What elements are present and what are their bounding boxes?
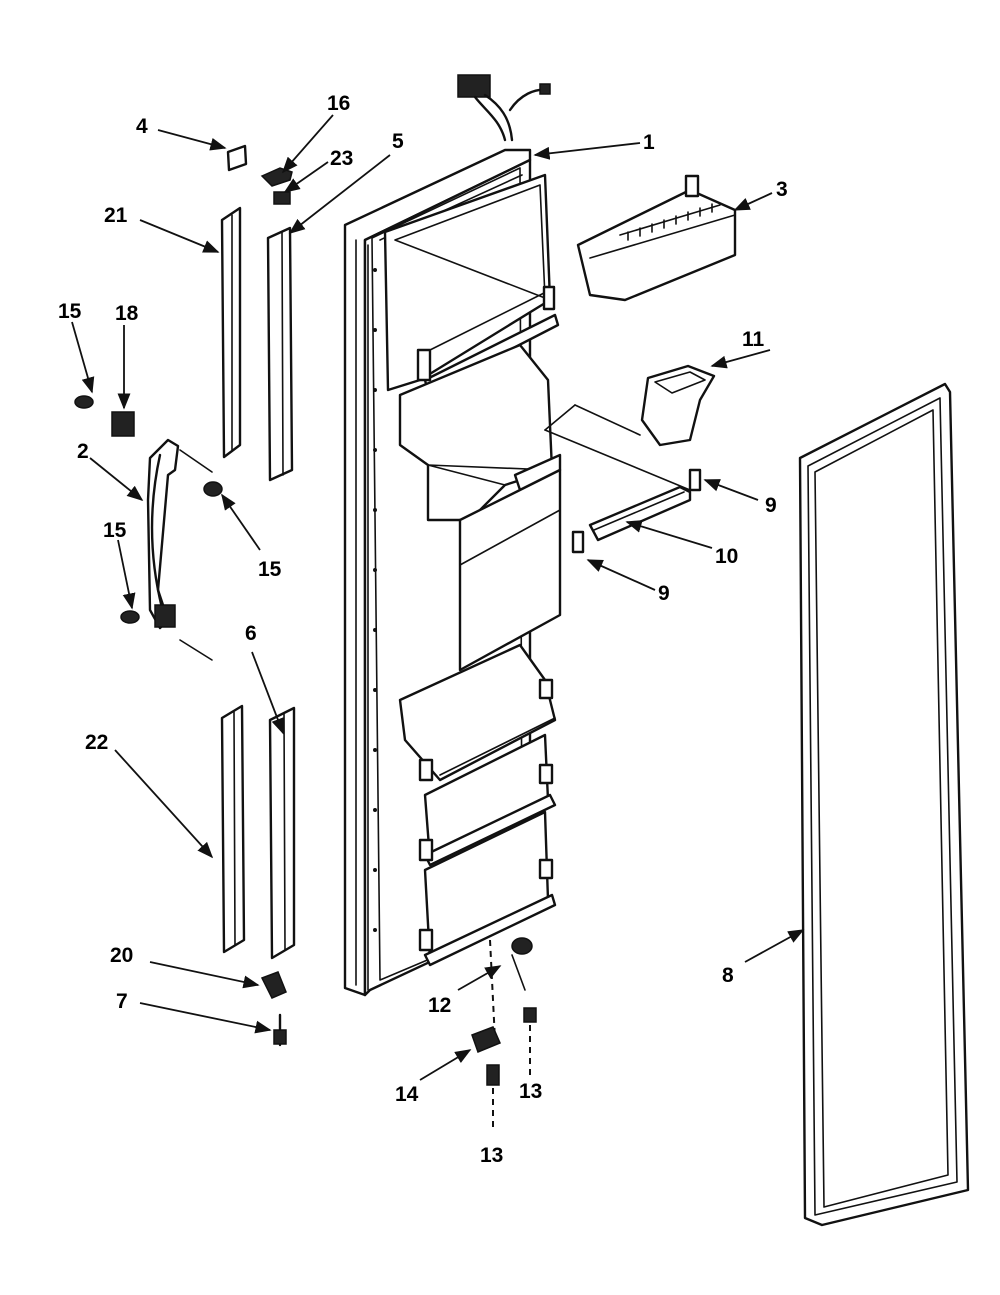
- callout-15-bottom: 15: [103, 519, 127, 542]
- callout-12: 12: [428, 994, 451, 1017]
- callout-21: 21: [104, 204, 128, 227]
- callout-labels: 1 2 3 4 5 6 7 8 9 9 10 11 12 13 13 14 15…: [58, 92, 788, 1167]
- door-gasket: [798, 382, 970, 1227]
- hinge-20: [260, 971, 287, 999]
- screw-13-bottom: [486, 1064, 500, 1132]
- part-16: [260, 167, 293, 187]
- screw-15-bot: [120, 610, 140, 624]
- callout-18: 18: [115, 302, 139, 325]
- rail-10: [588, 485, 692, 542]
- callout-13-bottom: 13: [480, 1144, 503, 1167]
- handle: [111, 411, 213, 661]
- callout-22: 22: [85, 731, 108, 754]
- axis-12: [489, 939, 496, 1041]
- screw-7: [273, 1013, 287, 1047]
- screw-15-top: [74, 395, 94, 409]
- callout-10: 10: [715, 545, 738, 568]
- callout-11: 11: [742, 328, 765, 351]
- callout-16: 16: [327, 92, 350, 115]
- wire-harness: [457, 74, 551, 142]
- trim-22: [220, 704, 246, 954]
- callout-14: 14: [395, 1083, 419, 1106]
- callout-2: 2: [77, 440, 89, 463]
- callout-15-mid: 15: [258, 558, 282, 581]
- callout-20: 20: [110, 944, 133, 967]
- callout-7: 7: [116, 990, 128, 1013]
- callout-9-bottom: 9: [658, 582, 670, 605]
- part-4: [226, 144, 248, 172]
- callout-8: 8: [722, 964, 734, 987]
- clip-9-top: [688, 468, 702, 492]
- trim-6: [268, 706, 296, 960]
- part-23: [273, 191, 291, 205]
- clip-9-bottom: [571, 530, 585, 554]
- block-14: [471, 1026, 501, 1053]
- trim-21: [220, 206, 242, 459]
- callout-1: 1: [643, 131, 655, 154]
- callout-9-top: 9: [765, 494, 777, 517]
- callout-13-right: 13: [519, 1080, 542, 1103]
- callout-5: 5: [392, 130, 404, 153]
- screw-13-right: [523, 1007, 537, 1075]
- trim-5: [266, 226, 294, 482]
- screw-15-mid: [203, 481, 223, 497]
- callout-3: 3: [776, 178, 788, 201]
- door-panel: [343, 148, 562, 997]
- callout-4: 4: [136, 115, 148, 138]
- door-bin-3: [576, 174, 737, 302]
- ice-chute-11: [544, 364, 716, 491]
- callout-15-top: 15: [58, 300, 82, 323]
- leader-lines: [71, 114, 805, 1081]
- callout-23: 23: [330, 147, 353, 170]
- washer-12: [511, 937, 533, 991]
- callout-6: 6: [245, 622, 257, 645]
